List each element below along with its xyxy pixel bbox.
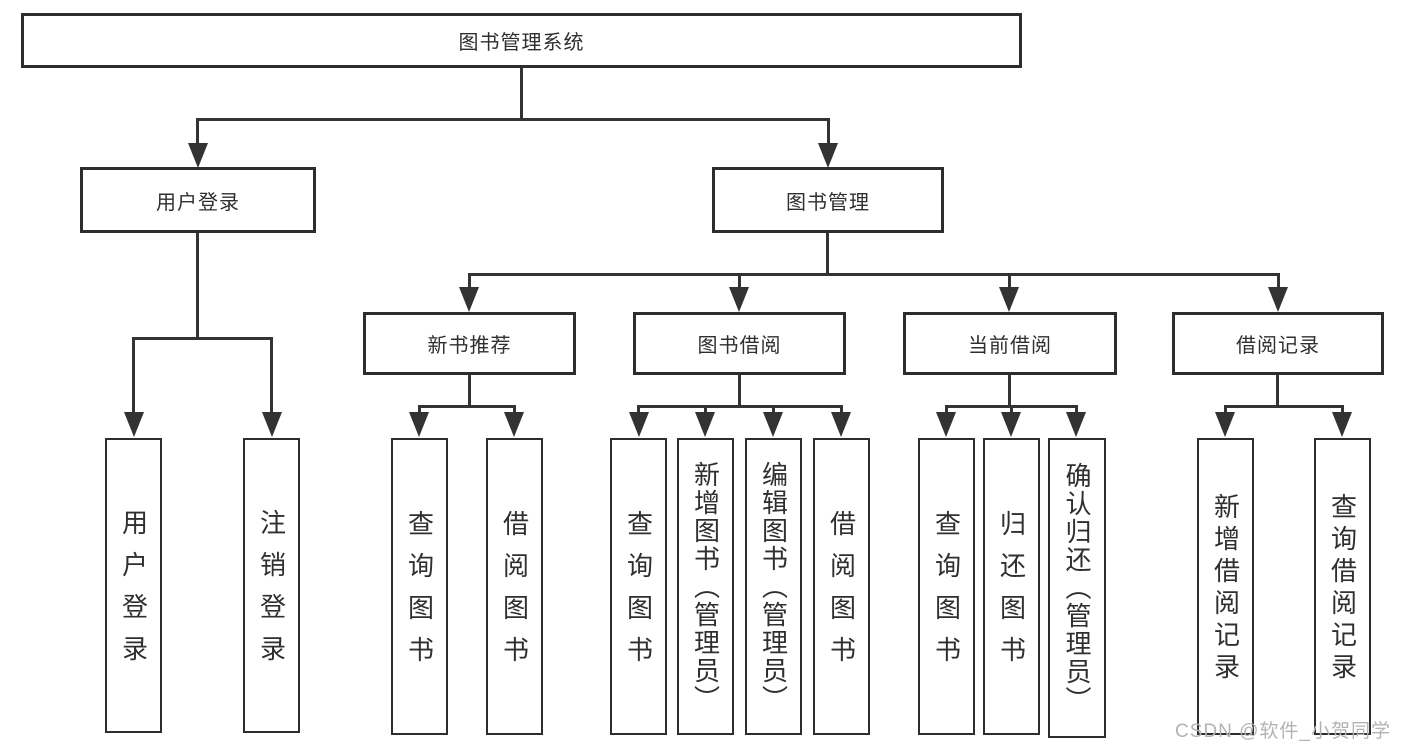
- connector-line: [704, 405, 707, 415]
- leaf-label: 查询图书: [404, 509, 435, 678]
- arrow-down-icon: [629, 412, 649, 437]
- node-label: 图书借阅: [697, 335, 782, 357]
- arrow-down-icon: [124, 412, 144, 437]
- connector-line: [468, 273, 1280, 276]
- leaf-logout: 注销登录: [243, 438, 300, 733]
- connector-line: [513, 405, 516, 415]
- leaf-query-books-current: 查询图书: [918, 438, 975, 735]
- connector-line: [945, 405, 948, 415]
- connector-line: [418, 405, 516, 408]
- leaf-label: 查询图书: [623, 509, 654, 678]
- connector-line: [196, 118, 199, 146]
- node-label: 图书管理系统: [458, 32, 585, 54]
- leaf-label: 借阅图书: [499, 509, 530, 678]
- leaf-query-books-recommend: 查询图书: [391, 438, 448, 735]
- connector-line: [638, 405, 842, 408]
- leaf-user-login: 用户登录: [105, 438, 162, 733]
- node-label: 新书推荐: [427, 335, 512, 357]
- arrow-down-icon: [729, 287, 749, 312]
- leaf-edit-books-admin: 编辑图书（管理员）: [745, 438, 802, 735]
- connector-line: [468, 273, 471, 289]
- arrow-down-icon: [409, 412, 429, 437]
- node-borrowing-records: 借阅记录: [1172, 312, 1384, 375]
- leaf-borrow-books-recommend: 借阅图书: [486, 438, 543, 735]
- arrow-down-icon: [262, 412, 282, 437]
- arrow-down-icon: [1001, 412, 1021, 437]
- leaf-label: 借阅图书: [826, 509, 857, 678]
- connector-line: [520, 68, 523, 120]
- leaf-confirm-return-admin: 确认归还（管理员）: [1048, 438, 1106, 738]
- leaf-query-books-borrowing: 查询图书: [610, 438, 667, 735]
- leaf-label: 归还图书: [996, 509, 1027, 678]
- arrow-down-icon: [504, 412, 524, 437]
- connector-line: [1008, 273, 1011, 289]
- node-book-management: 图书管理: [712, 167, 944, 233]
- leaf-add-books-admin: 新增图书（管理员）: [677, 438, 734, 735]
- connector-line: [1224, 405, 1343, 408]
- arrow-down-icon: [1066, 412, 1086, 437]
- leaf-label: 确认归还（管理员）: [1062, 462, 1092, 714]
- connector-line: [132, 337, 135, 415]
- leaf-query-borrow-record: 查询借阅记录: [1314, 438, 1371, 735]
- connector-line: [827, 118, 830, 146]
- connector-line: [840, 405, 843, 415]
- node-label: 当前借阅: [968, 335, 1052, 357]
- leaf-borrow-books: 借阅图书: [813, 438, 870, 735]
- arrow-down-icon: [999, 287, 1019, 312]
- leaf-label: 用户登录: [118, 508, 149, 677]
- connector-line: [1008, 375, 1011, 408]
- connector-line: [772, 405, 775, 415]
- leaf-label: 新增借阅记录: [1210, 493, 1241, 685]
- arrow-down-icon: [763, 412, 783, 437]
- connector-line: [468, 375, 471, 408]
- leaf-return-books: 归还图书: [983, 438, 1040, 735]
- connector-line: [1341, 405, 1344, 415]
- node-current-borrowing: 当前借阅: [903, 312, 1117, 375]
- connector-line: [418, 405, 421, 415]
- arrow-down-icon: [1268, 287, 1288, 312]
- node-user-login: 用户登录: [80, 167, 316, 233]
- arrow-down-icon: [695, 412, 715, 437]
- csdn-watermark: CSDN @软件_小贺同学: [1175, 721, 1391, 742]
- connector-line: [738, 273, 741, 289]
- connector-line: [1276, 375, 1279, 408]
- connector-line: [1224, 405, 1227, 415]
- connector-line: [738, 375, 741, 408]
- connector-line: [196, 233, 199, 340]
- node-library-system: 图书管理系统: [21, 13, 1022, 68]
- arrow-down-icon: [831, 412, 851, 437]
- arrow-down-icon: [1215, 412, 1235, 437]
- leaf-add-borrow-record: 新增借阅记录: [1197, 438, 1254, 735]
- leaf-label: 注销登录: [256, 508, 287, 677]
- leaf-label: 新增图书（管理员）: [690, 460, 721, 713]
- node-book-borrowing: 图书借阅: [633, 312, 846, 375]
- node-label: 借阅记录: [1236, 335, 1320, 357]
- connector-line: [637, 405, 640, 415]
- connector-line: [1075, 405, 1078, 415]
- node-label: 图书管理: [786, 191, 870, 214]
- connector-line: [197, 118, 830, 121]
- leaf-label: 查询图书: [931, 509, 962, 678]
- connector-line: [826, 233, 829, 276]
- leaf-label: 查询借阅记录: [1327, 493, 1358, 685]
- arrow-down-icon: [936, 412, 956, 437]
- connector-line: [1010, 405, 1013, 415]
- node-new-book-recommend: 新书推荐: [363, 312, 576, 375]
- arrow-down-icon: [459, 287, 479, 312]
- connector-line: [270, 337, 273, 415]
- arrow-down-icon: [188, 143, 208, 168]
- arrow-down-icon: [1332, 412, 1352, 437]
- arrow-down-icon: [818, 143, 838, 168]
- connector-line: [1277, 273, 1280, 289]
- node-label: 用户登录: [156, 191, 240, 214]
- leaf-label: 编辑图书（管理员）: [758, 460, 789, 713]
- connector-line: [133, 337, 273, 340]
